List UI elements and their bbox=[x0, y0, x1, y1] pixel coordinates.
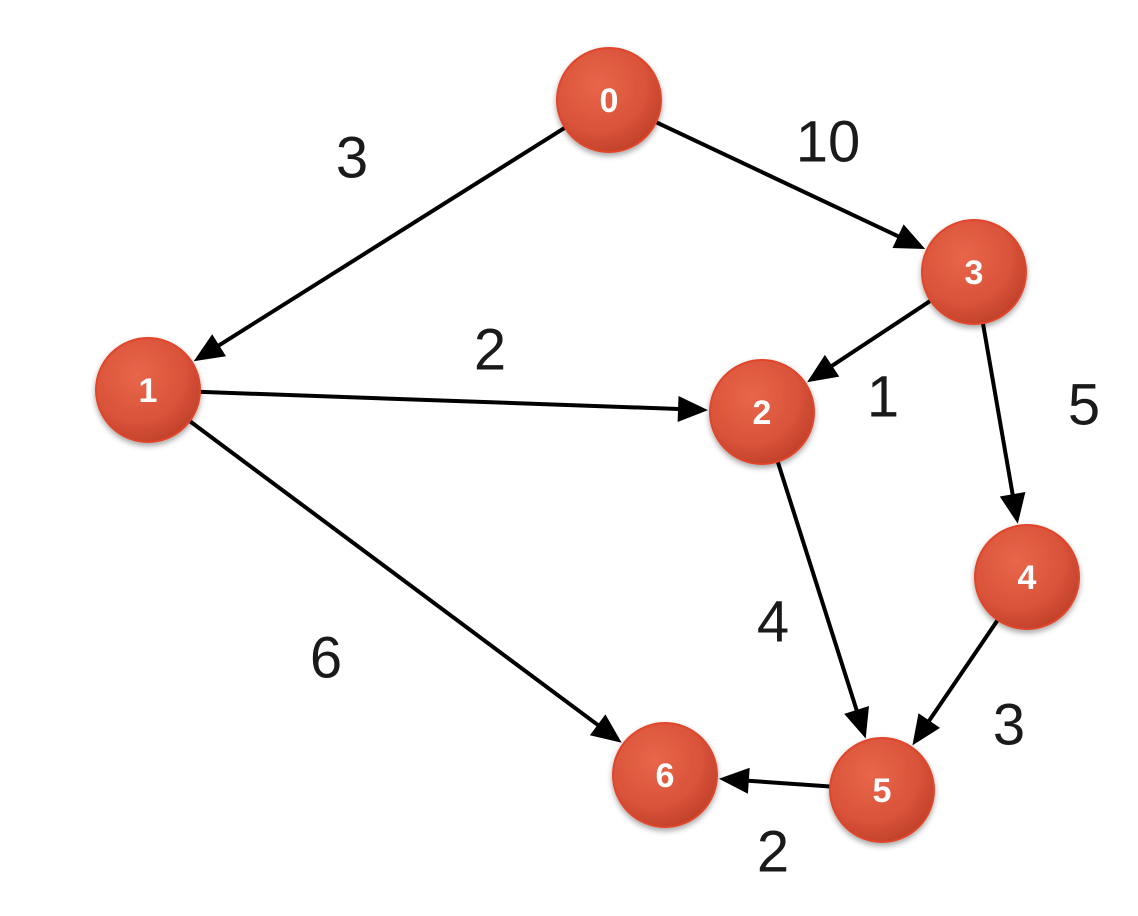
node-label: 3 bbox=[965, 254, 984, 292]
node-circle bbox=[556, 47, 662, 153]
edge-weight-label: 2 bbox=[474, 318, 506, 383]
edge-weight-label: 5 bbox=[1068, 373, 1100, 438]
edge-4-to-5 bbox=[912, 617, 1001, 746]
edge-line bbox=[925, 617, 1001, 726]
edge-weight-label: 3 bbox=[336, 126, 368, 191]
node-label: 2 bbox=[753, 394, 772, 432]
arrow-head-icon bbox=[677, 396, 708, 422]
node-label: 4 bbox=[1018, 559, 1037, 597]
node-circle bbox=[612, 722, 718, 828]
edge-0-to-1 bbox=[193, 124, 568, 362]
arrow-head-icon bbox=[589, 714, 622, 743]
graph-node-5: 5 bbox=[829, 737, 935, 843]
arrow-head-icon bbox=[999, 492, 1026, 524]
edge-0-to-3 bbox=[653, 119, 926, 249]
weights-layer: 3 10 2 1 5 6 4 3 2 bbox=[310, 110, 1100, 885]
edge-line bbox=[980, 320, 1016, 499]
node-circle bbox=[921, 219, 1027, 325]
graph-node-6: 6 bbox=[612, 722, 718, 828]
edge-1-to-2 bbox=[197, 389, 708, 422]
edge-weight-label: 3 bbox=[993, 693, 1025, 758]
graph-node-3: 3 bbox=[921, 219, 1027, 325]
node-circle bbox=[95, 337, 201, 443]
edge-line bbox=[827, 297, 934, 370]
node-label: 0 bbox=[600, 82, 619, 120]
nodes-layer: 0 1 2 3 4 5 6 bbox=[95, 47, 1080, 843]
graph-node-2: 2 bbox=[709, 359, 815, 465]
edge-line bbox=[197, 389, 683, 412]
graph-node-4: 4 bbox=[974, 524, 1080, 630]
edge-weight-label: 6 bbox=[310, 626, 342, 691]
edge-line bbox=[186, 418, 602, 729]
node-label: 1 bbox=[139, 372, 158, 410]
node-circle bbox=[974, 524, 1080, 630]
edge-1-to-6 bbox=[186, 418, 622, 743]
arrow-head-icon bbox=[892, 224, 926, 249]
edge-weight-label: 2 bbox=[757, 820, 789, 885]
edges-layer bbox=[186, 119, 1026, 794]
node-label: 5 bbox=[873, 772, 892, 810]
graph-node-0: 0 bbox=[556, 47, 662, 153]
arrow-head-icon bbox=[718, 767, 750, 794]
arrow-head-icon bbox=[912, 713, 940, 746]
edge-weight-label: 10 bbox=[796, 110, 861, 175]
edge-line bbox=[653, 119, 903, 240]
edge-line bbox=[214, 124, 568, 350]
arrow-head-icon bbox=[844, 706, 869, 739]
arrow-head-icon bbox=[807, 354, 840, 383]
edge-2-to-5 bbox=[775, 459, 869, 739]
edge-weight-label: 4 bbox=[757, 590, 789, 655]
edge-3-to-2 bbox=[807, 297, 934, 383]
graph-node-1: 1 bbox=[95, 337, 201, 443]
edge-line bbox=[775, 459, 860, 715]
edge-line bbox=[744, 778, 833, 789]
edge-weight-label: 1 bbox=[867, 365, 899, 430]
node-label: 6 bbox=[656, 757, 675, 795]
node-circle bbox=[829, 737, 935, 843]
arrow-head-icon bbox=[193, 334, 226, 362]
edge-5-to-6 bbox=[718, 767, 833, 794]
edge-3-to-4 bbox=[980, 320, 1026, 524]
node-circle bbox=[709, 359, 815, 465]
